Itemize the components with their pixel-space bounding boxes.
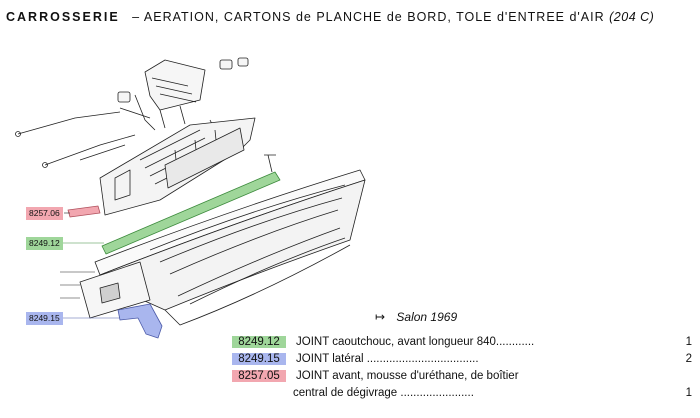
legend-ref: 8249.12 (232, 335, 286, 348)
air-intake-panel (94, 169, 366, 326)
callout-ref: 8257.06 (29, 208, 60, 218)
legend-ref: 8249.15 (232, 352, 286, 365)
central-blower-box (99, 117, 256, 216)
salon-label: Salon 1969 (396, 310, 458, 324)
legend-row: 8249.15 JOINT latéral ..................… (232, 350, 692, 367)
legend-qty: 2 (685, 352, 692, 365)
callout-8257-06: 8257.06 (26, 207, 63, 220)
legend-desc-cont: central de dégivrage ...................… (293, 386, 474, 399)
legend-row-continuation: central de dégivrage ...................… (232, 384, 692, 401)
legend-ref: 8257.05 (232, 369, 286, 382)
section-subtitle: – AERATION, CARTONS de PLANCHE de BORD, … (132, 10, 605, 24)
callout-8249-15: 8249.15 (26, 312, 63, 325)
callout-8249-12: 8249.12 (26, 237, 63, 250)
page-header: CARROSSERIE – AERATION, CARTONS de PLANC… (6, 10, 654, 24)
model-label: (204 C) (609, 10, 655, 24)
lateral-seal-8249-15 (117, 303, 163, 339)
parts-legend: 8249.12 JOINT caoutchouc, avant longueur… (232, 333, 692, 401)
leader-lines (60, 212, 120, 319)
carton-vent (99, 282, 121, 304)
section-title: CARROSSERIE (6, 10, 120, 24)
foam-seal-8257-05 (67, 205, 101, 218)
arrow-icon: ↦ (375, 310, 386, 324)
control-cables (15, 111, 136, 168)
front-rubber-seal-8249-12 (101, 171, 281, 255)
legend-row: 8249.12 JOINT caoutchouc, avant longueur… (232, 333, 692, 350)
legend-desc: JOINT latéral ..........................… (296, 352, 479, 365)
legend-desc: JOINT caoutchouc, avant longueur 840....… (296, 335, 535, 348)
bolt (264, 154, 276, 173)
salon-note: ↦ Salon 1969 (375, 310, 457, 324)
callout-ref: 8249.15 (29, 313, 60, 323)
legend-qty: 1 (685, 386, 692, 399)
legend-row: 8257.05 JOINT avant, mousse d'uréthane, … (232, 367, 692, 384)
callout-ref: 8249.12 (29, 238, 60, 248)
legend-qty: 1 (685, 335, 692, 348)
legend-desc: JOINT avant, mousse d'uréthane, de boîti… (296, 369, 519, 382)
